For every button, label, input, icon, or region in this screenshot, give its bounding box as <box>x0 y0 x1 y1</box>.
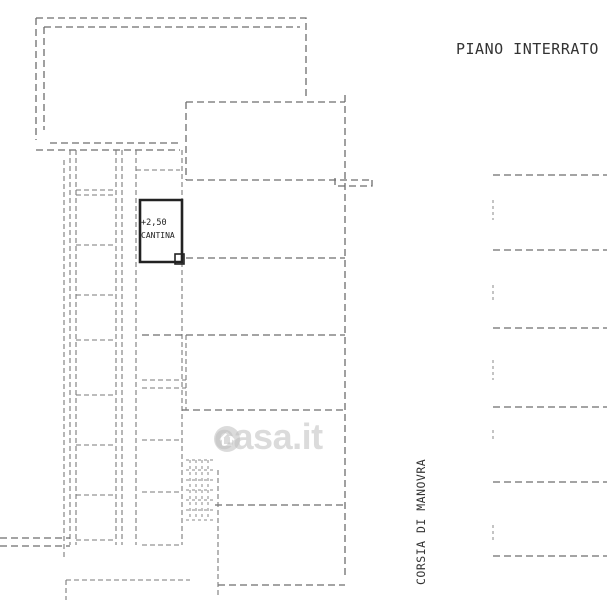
right-wing-outline <box>492 174 607 557</box>
watermark-text: casa.it <box>214 416 323 457</box>
cantina-unit <box>138 198 185 265</box>
house-icon <box>214 426 240 452</box>
plan-title: PIANO INTERRATO <box>456 40 599 58</box>
corridor-label: CORSIA DI MANOVRA <box>414 458 428 585</box>
unit-level-label: +2,50 <box>141 218 167 228</box>
building-outline <box>0 17 373 600</box>
unit-name-label: CANTINA <box>141 231 175 240</box>
